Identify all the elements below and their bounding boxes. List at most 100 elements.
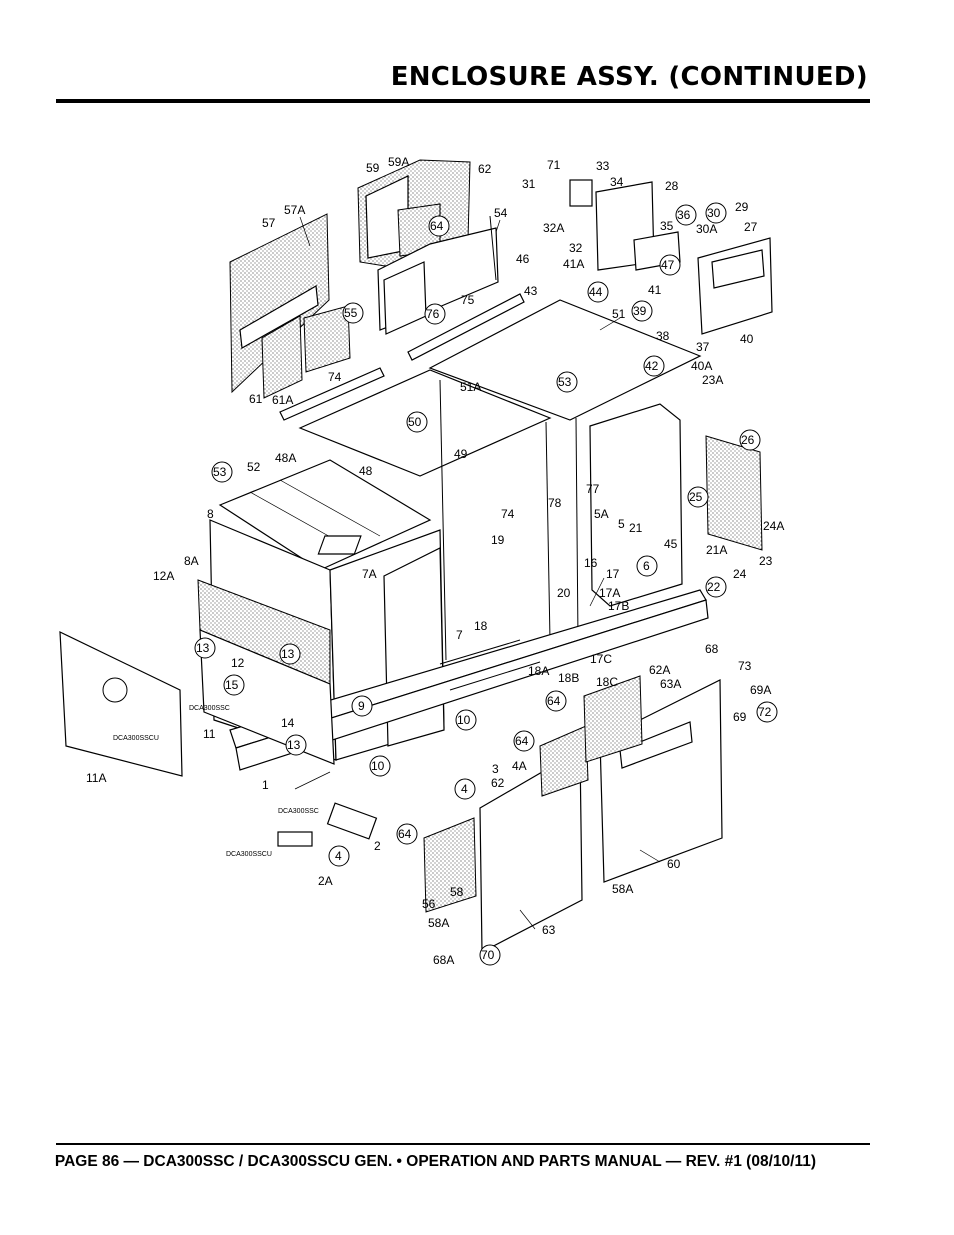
callout-6: 6 — [643, 559, 650, 573]
svg-text:18: 18 — [474, 619, 488, 633]
svg-text:17: 17 — [606, 567, 620, 581]
callout-64c: 64 — [515, 734, 529, 748]
svg-text:8: 8 — [207, 507, 214, 521]
svg-text:DCA300SSC: DCA300SSC — [278, 808, 319, 815]
svg-text:24A: 24A — [763, 519, 784, 533]
svg-text:37: 37 — [696, 340, 710, 354]
svg-text:19: 19 — [491, 533, 505, 547]
part-labels: 59 59A 62 57A 57 54 75 74 61 61A 51A 51 … — [86, 155, 784, 967]
callout-76: 76 — [426, 307, 440, 321]
rear-top-panel — [229, 213, 351, 399]
svg-text:71: 71 — [547, 158, 561, 172]
svg-text:74: 74 — [501, 507, 515, 521]
svg-text:69: 69 — [733, 710, 747, 724]
svg-text:49: 49 — [454, 447, 468, 461]
svg-text:48A: 48A — [275, 451, 296, 465]
svg-text:74: 74 — [328, 370, 342, 384]
svg-text:62: 62 — [491, 776, 505, 790]
footer-rule — [56, 1143, 870, 1145]
svg-text:20: 20 — [557, 586, 571, 600]
callout-64d: 64 — [398, 827, 412, 841]
svg-text:14: 14 — [281, 716, 295, 730]
svg-text:24: 24 — [733, 567, 747, 581]
svg-text:60: 60 — [667, 857, 681, 871]
callout-22: 22 — [707, 580, 721, 594]
svg-text:12: 12 — [231, 656, 245, 670]
svg-text:7: 7 — [456, 628, 463, 642]
svg-text:DCA300SSCU: DCA300SSCU — [113, 735, 159, 742]
svg-text:11A: 11A — [86, 771, 106, 785]
callout-42: 42 — [645, 359, 659, 373]
svg-text:17B: 17B — [608, 599, 629, 613]
svg-text:40: 40 — [740, 332, 754, 346]
callout-36: 36 — [677, 208, 691, 222]
svg-text:63A: 63A — [660, 677, 681, 691]
svg-text:40A: 40A — [691, 359, 712, 373]
callout-25: 25 — [689, 490, 703, 504]
svg-text:16: 16 — [584, 556, 598, 570]
callout-70: 70 — [481, 948, 495, 962]
callout-10a: 10 — [457, 713, 471, 727]
svg-text:1: 1 — [262, 778, 269, 792]
svg-text:51A: 51A — [460, 380, 481, 394]
svg-text:30A: 30A — [696, 222, 717, 236]
svg-text:46: 46 — [516, 252, 530, 266]
callout-44: 44 — [589, 285, 603, 299]
callout-53: 53 — [213, 465, 227, 479]
callout-64b: 64 — [547, 694, 561, 708]
svg-text:51: 51 — [612, 307, 626, 321]
svg-text:41A: 41A — [563, 257, 584, 271]
svg-text:18B: 18B — [558, 671, 579, 685]
svg-text:7A: 7A — [362, 567, 377, 581]
svg-text:38: 38 — [656, 329, 670, 343]
svg-text:75: 75 — [461, 293, 475, 307]
svg-text:DCA300SSC: DCA300SSC — [189, 705, 230, 712]
svg-text:17A: 17A — [599, 586, 620, 600]
svg-text:11: 11 — [203, 727, 216, 741]
svg-text:2A: 2A — [318, 874, 333, 888]
callout-53b: 53 — [558, 375, 572, 389]
svg-text:3: 3 — [492, 762, 499, 776]
callout-13c: 13 — [287, 738, 301, 752]
svg-text:23A: 23A — [702, 373, 723, 387]
svg-text:5A: 5A — [594, 507, 609, 521]
svg-text:28: 28 — [665, 179, 679, 193]
svg-text:35: 35 — [660, 219, 674, 233]
svg-text:63: 63 — [542, 923, 556, 937]
svg-text:59: 59 — [366, 161, 380, 175]
svg-text:31: 31 — [522, 177, 536, 191]
callout-72: 72 — [758, 705, 772, 719]
svg-text:68: 68 — [705, 642, 719, 656]
svg-text:58A: 58A — [612, 882, 633, 896]
callout-4a: 4 — [461, 782, 468, 796]
svg-text:4A: 4A — [512, 759, 527, 773]
svg-text:78: 78 — [548, 496, 562, 510]
page-title: ENCLOSURE ASSY. (CONTINUED) — [390, 62, 868, 92]
svg-text:48: 48 — [359, 464, 373, 478]
roof-rails — [279, 293, 525, 421]
svg-text:61A: 61A — [272, 393, 293, 407]
callout-13a: 13 — [196, 641, 210, 655]
main-enclosure-frame — [209, 379, 763, 771]
svg-text:DCA300SSCU: DCA300SSCU — [226, 851, 272, 858]
svg-text:17C: 17C — [590, 652, 612, 666]
svg-text:21A: 21A — [706, 543, 727, 557]
svg-text:5: 5 — [618, 517, 625, 531]
callout-4b: 4 — [335, 849, 342, 863]
page-footer: PAGE 86 — DCA300SSC / DCA300SSCU GEN. • … — [0, 1153, 926, 1171]
callout-9: 9 — [358, 699, 365, 713]
svg-text:57: 57 — [262, 216, 276, 230]
callout-39: 39 — [633, 304, 647, 318]
svg-text:45: 45 — [664, 537, 678, 551]
svg-text:43: 43 — [524, 284, 538, 298]
side-door-left — [59, 631, 183, 777]
callout-13b: 13 — [281, 647, 295, 661]
svg-text:61: 61 — [249, 392, 263, 406]
svg-text:41: 41 — [648, 283, 662, 297]
svg-text:8A: 8A — [184, 554, 199, 568]
svg-text:58A: 58A — [428, 916, 449, 930]
svg-text:32A: 32A — [543, 221, 564, 235]
svg-text:12A: 12A — [153, 569, 174, 583]
svg-text:62: 62 — [478, 162, 492, 176]
